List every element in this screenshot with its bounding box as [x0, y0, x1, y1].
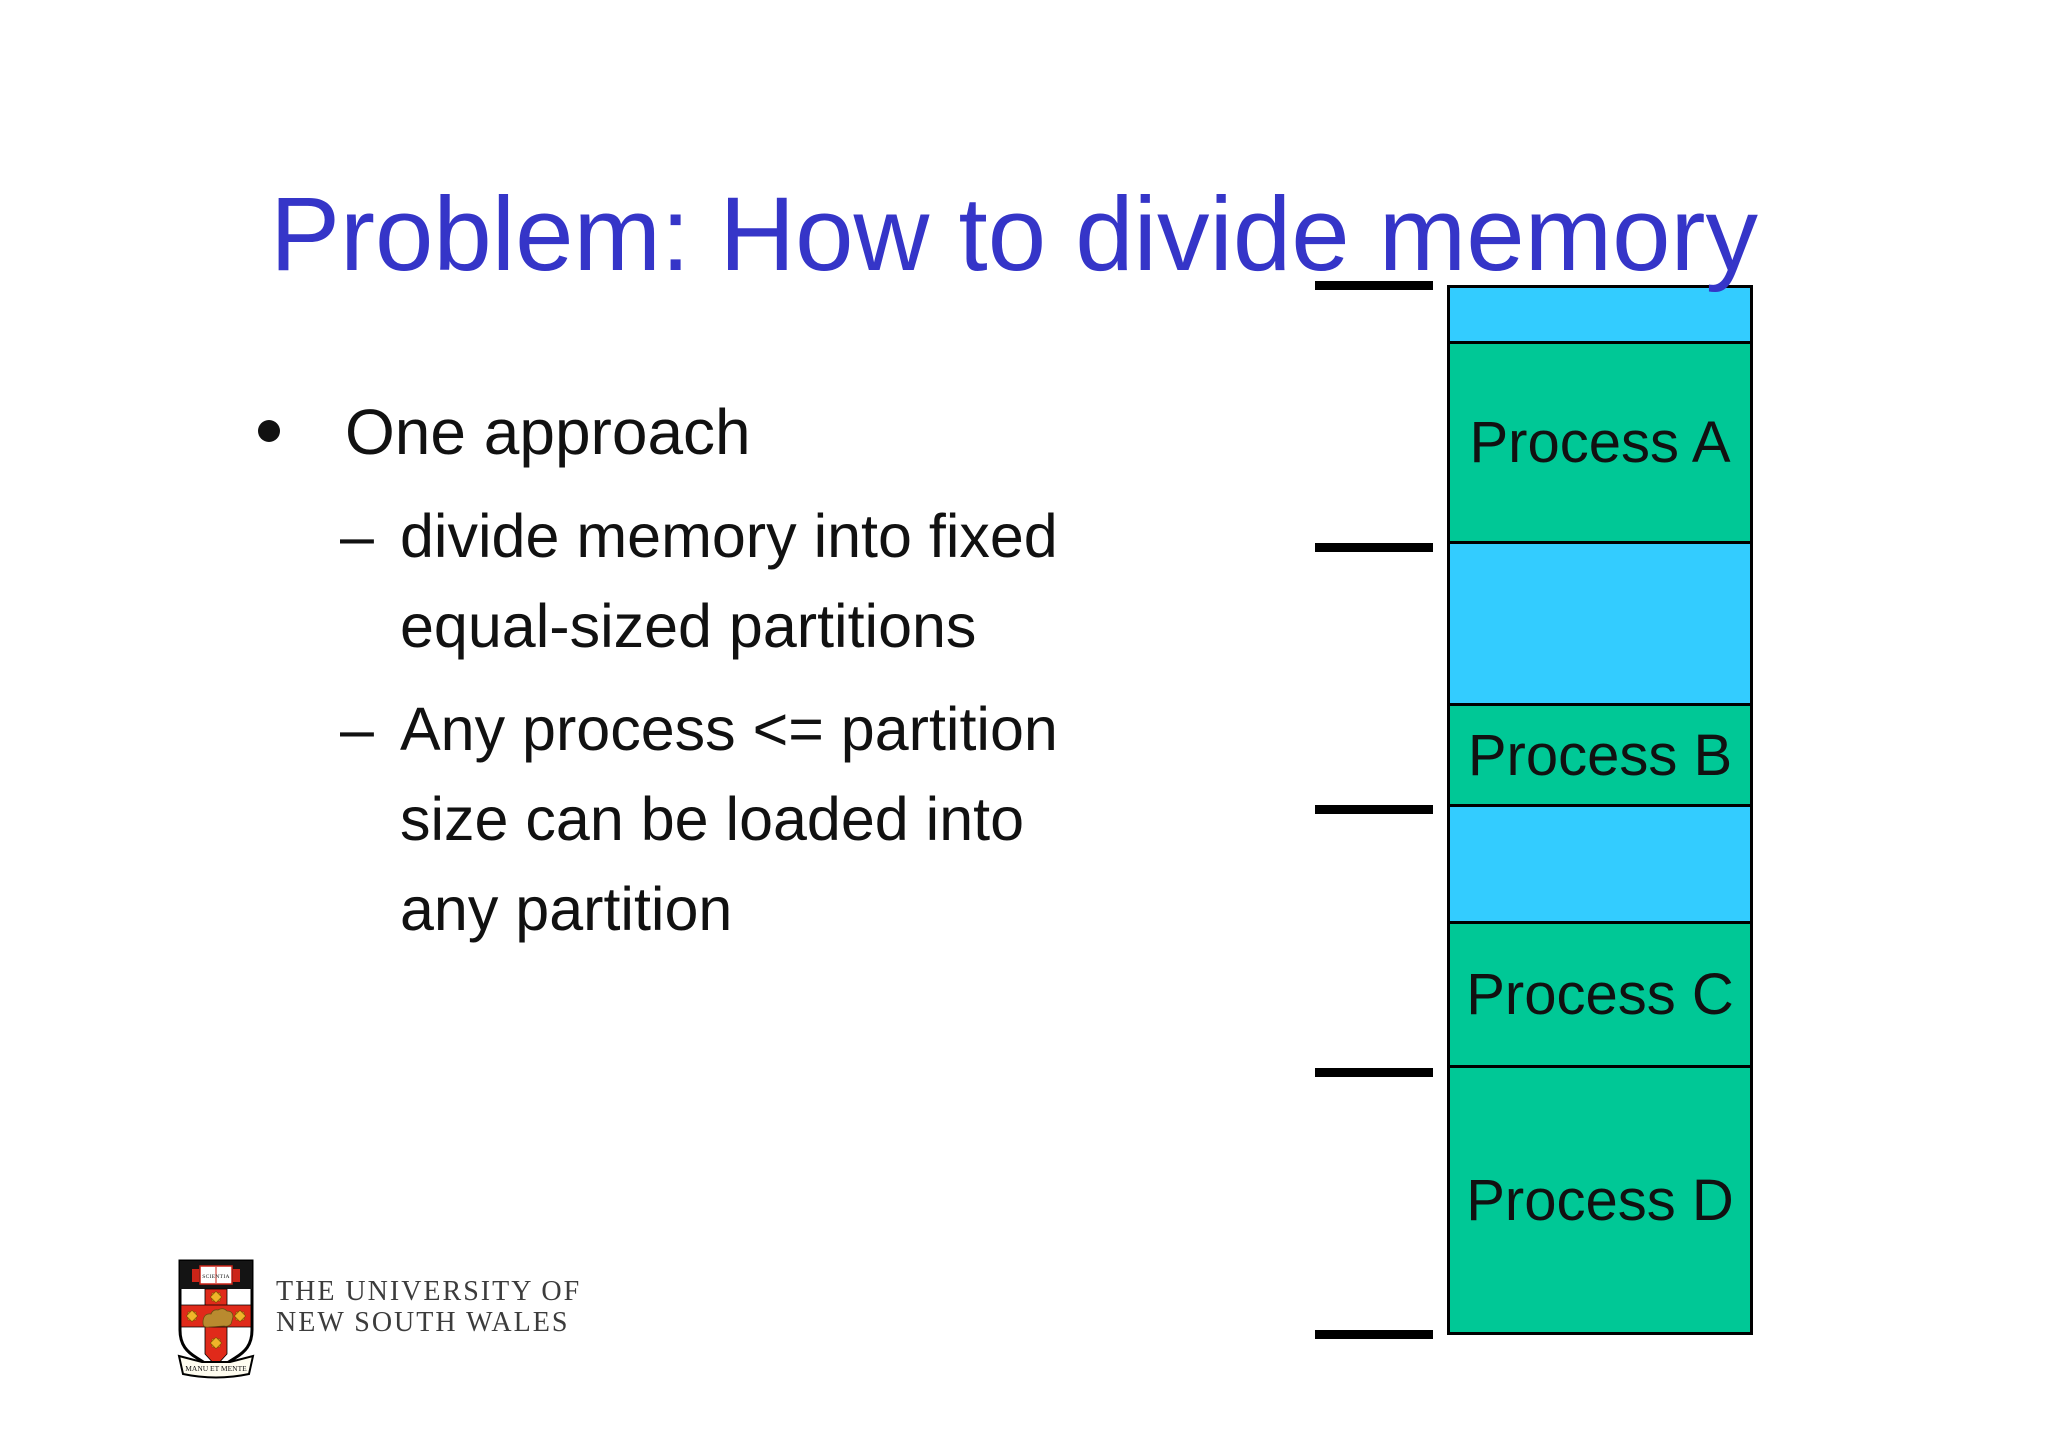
- memory-segment-process-d: Process D: [1450, 1068, 1750, 1332]
- process-label-d: Process D: [1466, 1167, 1734, 1233]
- page-title: Problem: How to divide memory: [270, 176, 1758, 293]
- memory-segment-free-2: [1450, 544, 1750, 706]
- process-label-c: Process C: [1466, 962, 1734, 1027]
- memory-segment-process-c: Process C: [1450, 924, 1750, 1068]
- university-name-line1: THE UNIVERSITY OF: [276, 1276, 582, 1307]
- sub-bullet-line: divide memory into fixed: [400, 502, 1058, 570]
- crest-book-text: SCIENTIA: [202, 1274, 229, 1280]
- university-name: THE UNIVERSITY OF NEW SOUTH WALES: [276, 1276, 581, 1338]
- university-name-line2: NEW SOUTH WALES: [276, 1307, 570, 1338]
- crest-stars: [185, 1290, 247, 1350]
- sub-bullet-any-process: – Any process <= partition size can be l…: [340, 684, 1058, 954]
- crest-banner-text: MANU ET MENTE: [185, 1364, 247, 1373]
- process-label-a: Process A: [1469, 410, 1731, 475]
- partition-tick: [1315, 1330, 1433, 1339]
- memory-segment-process-b: Process B: [1450, 706, 1750, 807]
- process-label-b: Process B: [1467, 722, 1733, 788]
- sub-bullet-line: any partition: [400, 875, 733, 943]
- bullet-one-approach: One approach: [345, 396, 751, 468]
- dash-icon: –: [340, 502, 374, 570]
- bullet-dot-icon: [258, 420, 280, 442]
- sub-bullet-line: Any process <= partition: [400, 695, 1058, 763]
- sub-bullet-line: size can be loaded into: [400, 785, 1024, 853]
- partition-tick: [1315, 1068, 1433, 1077]
- partition-tick: [1315, 805, 1433, 814]
- memory-segment-free-3: [1450, 807, 1750, 924]
- partition-tick: [1315, 543, 1433, 552]
- partition-tick: [1315, 281, 1433, 290]
- dash-icon: –: [340, 695, 374, 763]
- memory-box: Process A Process B Process C Process D: [1447, 285, 1753, 1335]
- memory-segment-process-a: Process A: [1450, 344, 1750, 544]
- crest-lion: [202, 1308, 234, 1328]
- sub-bullet-line: equal-sized partitions: [400, 592, 977, 660]
- memory-segment-free-1: [1450, 288, 1750, 344]
- sub-bullet-fixed-partitions: – divide memory into fixed equal-sized p…: [340, 491, 1058, 671]
- unsw-crest-icon: SCIENTIA MANU ET MENTE: [177, 1259, 255, 1379]
